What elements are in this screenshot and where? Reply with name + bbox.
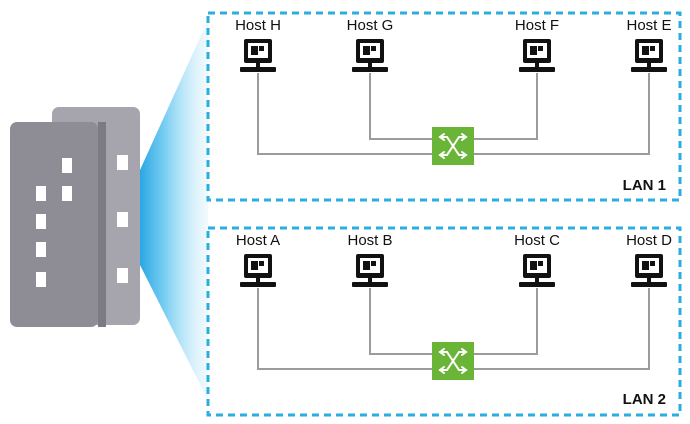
lan-2-label: LAN 2: [623, 391, 666, 408]
host-node: Host D: [626, 232, 672, 287]
lan-1-frame: [206, 11, 682, 202]
host-label: Host E: [626, 17, 671, 34]
computer-icon: [631, 254, 667, 287]
host-label: Host A: [236, 232, 280, 249]
host-node: Host F: [515, 17, 559, 72]
computer-icon: [352, 39, 388, 72]
host-node: Host E: [626, 17, 672, 72]
computer-icon: [240, 254, 276, 287]
building-icon: [10, 107, 140, 327]
building-front-tower: [10, 122, 98, 327]
host-node: Host G: [347, 17, 394, 72]
computer-icon: [519, 39, 555, 72]
host-label: Host C: [514, 232, 560, 249]
host-label: Host G: [347, 17, 394, 34]
host-label: Host H: [235, 17, 281, 34]
host-node: Host C: [514, 232, 560, 287]
switch-icon: [432, 342, 474, 380]
host-label: Host D: [626, 232, 672, 249]
computer-icon: [240, 39, 276, 72]
connection-beam: [140, 20, 208, 400]
host-node: Host A: [236, 232, 280, 287]
lan-2-network: Host A Host B Host C Host D: [236, 232, 672, 380]
lan-1: LAN 1: [206, 11, 682, 202]
host-label: Host B: [347, 232, 392, 249]
computer-icon: [519, 254, 555, 287]
host-node: Host B: [347, 232, 393, 287]
lan-1-network: Host H Host G Host F Host E: [235, 17, 672, 165]
switch-icon: [432, 127, 474, 165]
lan-2-frame: [206, 226, 682, 417]
host-node: Host H: [235, 17, 281, 72]
lan-1-label: LAN 1: [623, 177, 666, 194]
lan-2: LAN 2: [206, 226, 682, 417]
computer-icon: [352, 254, 388, 287]
host-label: Host F: [515, 17, 559, 34]
computer-icon: [631, 39, 667, 72]
